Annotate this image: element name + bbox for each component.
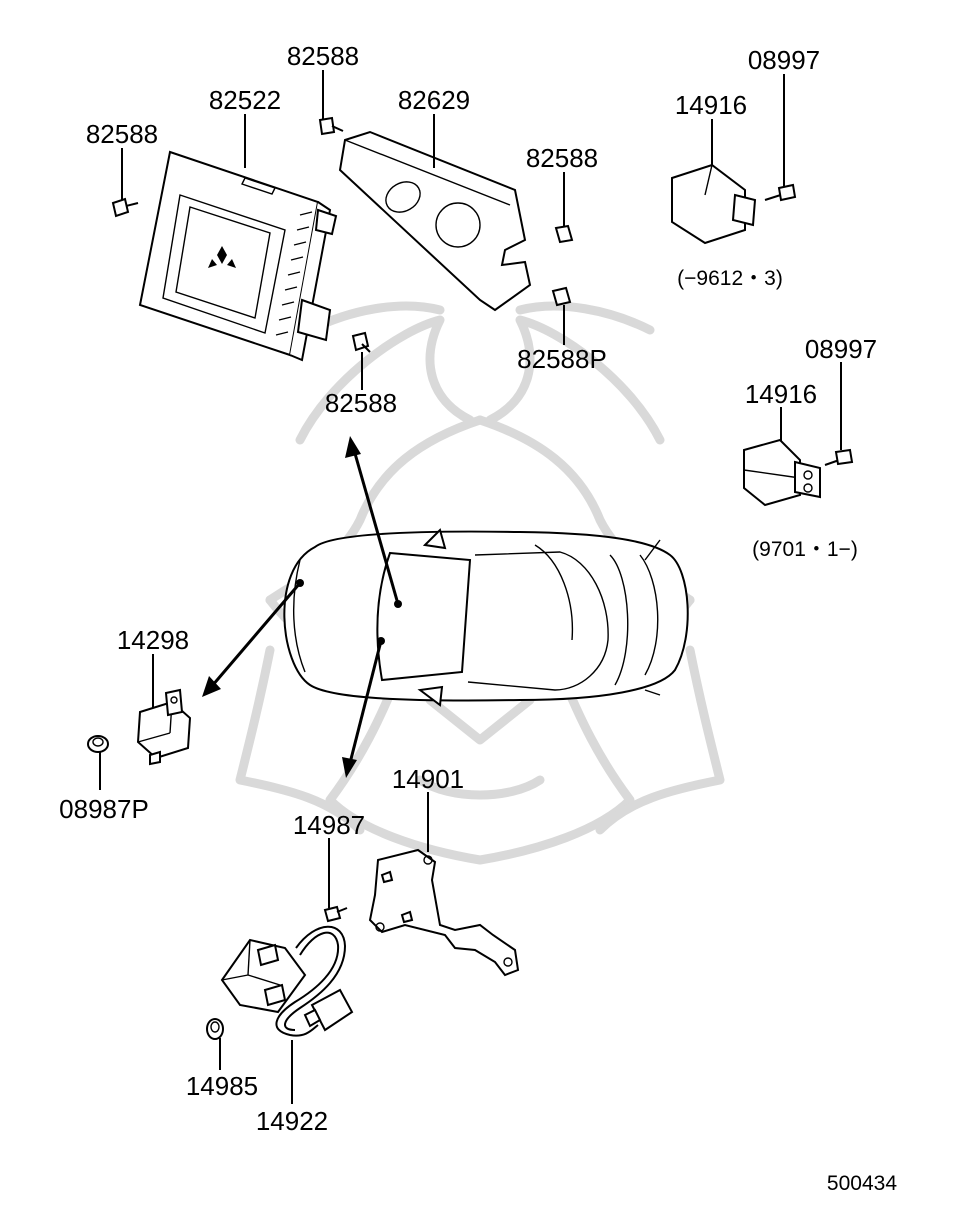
label-14298: 14298 <box>117 625 189 655</box>
bracket-82629 <box>338 130 532 312</box>
label-14901: 14901 <box>392 764 464 794</box>
label-14985: 14985 <box>186 1071 258 1101</box>
label-82588-under: 82588 <box>325 388 397 418</box>
leader-lines <box>99 70 842 1104</box>
label-date-range-top: (−9612・3) <box>677 267 783 290</box>
label-82588-right: 82588 <box>526 143 598 173</box>
label-82629: 82629 <box>398 85 470 115</box>
label-82588-top: 82588 <box>287 41 359 71</box>
arrow-to-sensor-14901 <box>342 637 385 778</box>
arrow-to-relay-14298 <box>202 579 304 697</box>
screw-82588-right <box>554 224 574 244</box>
relay-14298 <box>136 688 192 766</box>
label-08997-mid: 08997 <box>805 334 877 364</box>
label-82588-left: 82588 <box>86 119 158 149</box>
sensor-14922 <box>220 925 354 1037</box>
screw-14987 <box>323 905 348 923</box>
nut-08987P <box>87 735 109 753</box>
arrow-to-ecu <box>345 436 402 608</box>
label-date-range-mid: (9701・1−) <box>752 538 858 561</box>
ecu-module-82522 <box>138 150 338 362</box>
bracket-14901 <box>368 848 520 977</box>
screw-82588-left <box>111 197 139 218</box>
label-14987: 14987 <box>293 810 365 840</box>
label-08987P: 08987P <box>59 794 149 824</box>
label-14922: 14922 <box>256 1106 328 1136</box>
label-08997-top: 08997 <box>748 45 820 75</box>
relay-14916-mid <box>743 438 854 507</box>
screw-82588-top <box>318 116 344 136</box>
mitsubishi-logo <box>208 246 236 268</box>
car-outline-top-view <box>283 528 689 707</box>
label-14916-mid: 14916 <box>745 379 817 409</box>
ecu-heatsink-fins <box>275 211 313 336</box>
diagram-reference-number: 500434 <box>827 1172 897 1195</box>
part-labels: 82588 82522 82629 82588 82588 82588P 825… <box>59 41 897 1195</box>
label-82522: 82522 <box>209 85 281 115</box>
screw-82588-under <box>351 331 371 353</box>
screw-82588P <box>551 286 572 307</box>
label-14916-top: 14916 <box>675 90 747 120</box>
label-82588P: 82588P <box>517 344 607 374</box>
nut-14985 <box>206 1018 224 1040</box>
relay-14916-top <box>671 163 797 245</box>
